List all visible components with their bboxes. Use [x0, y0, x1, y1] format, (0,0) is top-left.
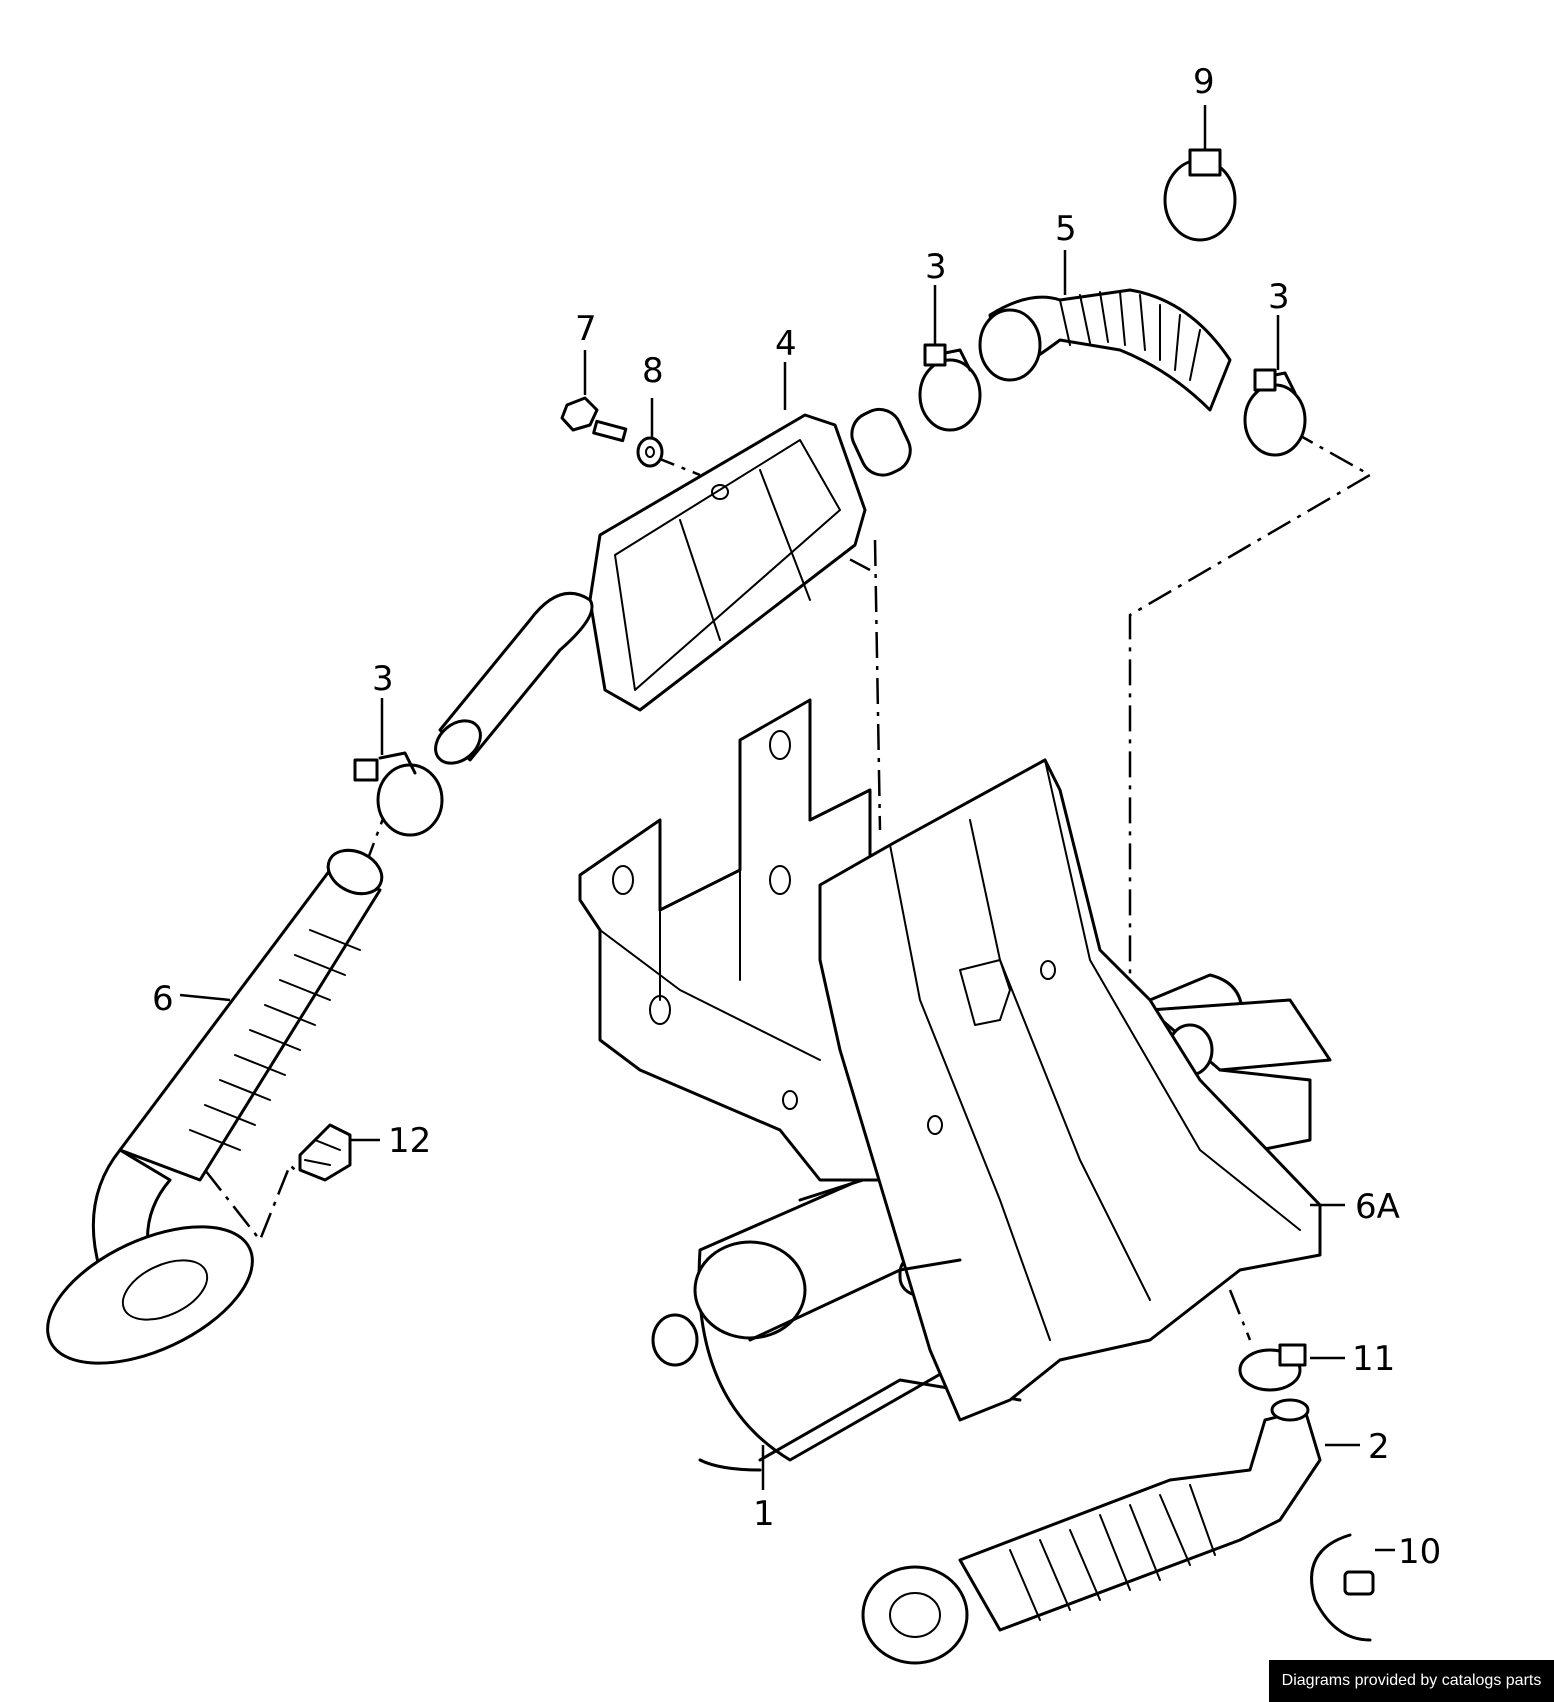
- callout-5: 5: [1055, 209, 1077, 249]
- callout-3-upper-right: 3: [1268, 277, 1290, 317]
- callout-6a: 6A: [1355, 1187, 1400, 1227]
- diagram-credit-banner: Diagrams provided by catalogs parts: [1269, 1660, 1554, 1702]
- part-10-cable-tie: [1310, 1533, 1375, 1642]
- callout-3-lower: 3: [372, 659, 394, 699]
- part-11-small-clamp: [1238, 1343, 1307, 1392]
- callout-2: 2: [1368, 1427, 1390, 1467]
- part-8-washer: [636, 436, 664, 468]
- part-2-lower-hose: [861, 1398, 1322, 1665]
- part-6a-heat-shield: [748, 758, 1322, 1422]
- callout-1: 1: [753, 1494, 775, 1534]
- part-7-bolt: [560, 396, 628, 443]
- leader-lines: [179, 105, 1395, 1552]
- callout-4: 4: [775, 324, 797, 364]
- callout-12: 12: [388, 1121, 431, 1161]
- part-6-exhaust-pipe: [46, 848, 384, 1365]
- part-3-clamp-upper-left: [918, 343, 982, 432]
- callout-3-upper-left: 3: [925, 247, 947, 287]
- part-5-corrugated-hose: [978, 288, 1232, 412]
- part-12-clip: [298, 1123, 352, 1182]
- callout-11: 11: [1352, 1339, 1395, 1379]
- part-3-clamp-upper-right: [1243, 368, 1307, 457]
- part-3-clamp-lower: [353, 751, 444, 837]
- callout-8: 8: [642, 351, 664, 391]
- callout-7: 7: [575, 309, 597, 349]
- callout-6: 6: [152, 979, 174, 1019]
- part-9-hose-clamp: [1163, 148, 1237, 242]
- callout-9: 9: [1193, 62, 1215, 102]
- callout-10: 10: [1398, 1532, 1441, 1572]
- part-4-silencer: [434, 407, 912, 765]
- callout-labels: 9 5 3 3 4 7 8 3 6 12 6A 11 2 10 1: [152, 62, 1441, 1572]
